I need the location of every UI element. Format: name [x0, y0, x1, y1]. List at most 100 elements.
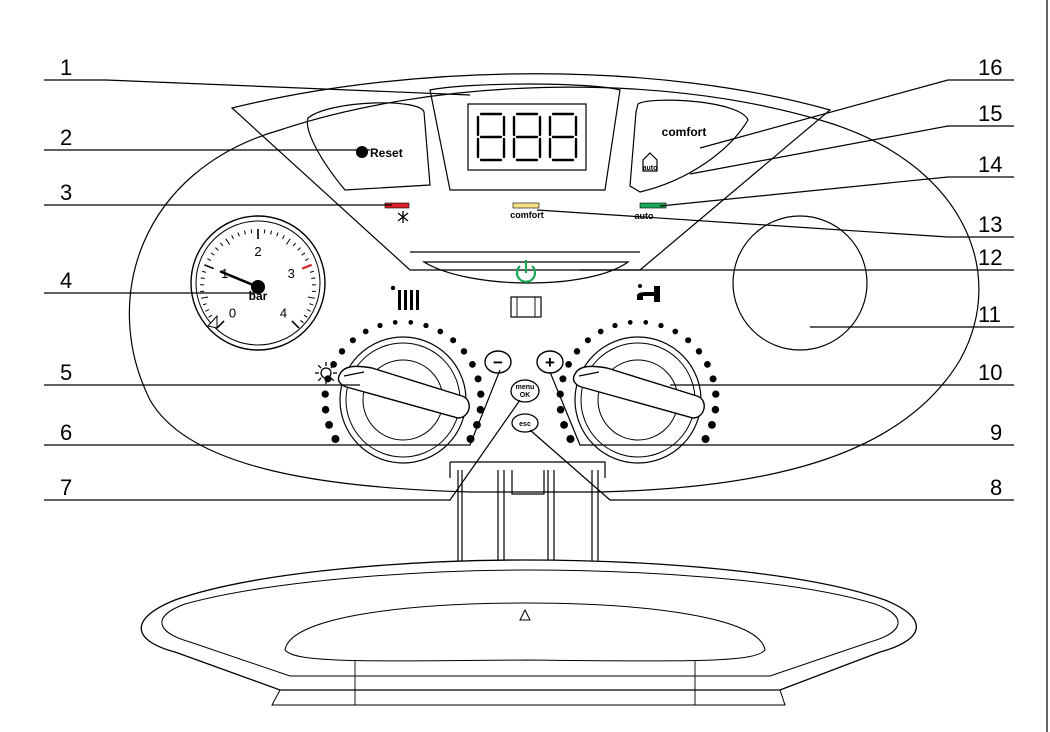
reset-button-label: R Reset: [356, 146, 403, 160]
plus-button[interactable]: +: [536, 350, 564, 374]
scale-dot: [408, 320, 414, 325]
heating-knob-pointer: [343, 371, 365, 377]
service-connector: [510, 296, 542, 318]
scale-dot: [477, 390, 485, 398]
gauge-tick: [215, 247, 219, 251]
menu-ok-button[interactable]: menu OK: [510, 379, 540, 403]
gauge-tick: [219, 242, 224, 247]
scale-dot: [573, 348, 581, 355]
scale-dot: [709, 375, 717, 383]
scale-dot: [559, 375, 567, 383]
scale-dot: [324, 375, 332, 383]
gauge-tick: [285, 238, 291, 245]
gauge-tick: [300, 320, 304, 324]
scale-dot: [437, 328, 444, 335]
comfort-led: [512, 202, 540, 209]
heating-scale-dots: [321, 320, 485, 443]
scale-dot: [338, 348, 346, 355]
scale-dot: [556, 405, 565, 414]
callout-14: 14: [978, 152, 1002, 177]
esc-button[interactable]: esc: [511, 413, 539, 433]
comfort-button-label: comfort: [662, 125, 707, 139]
scale-dot: [321, 390, 329, 398]
gauge-hub: [251, 280, 265, 294]
scale-dot: [612, 322, 618, 329]
callout-lines: [44, 79, 1014, 501]
heating-knob-handle[interactable]: [337, 365, 470, 419]
scale-dot: [566, 435, 575, 443]
gauge-red-mark: [301, 263, 313, 270]
gauge-tick: [200, 277, 205, 280]
scale-dot: [704, 361, 711, 368]
callout-13: 13: [978, 212, 1002, 237]
scale-dot: [701, 435, 710, 443]
gauge-tick: [292, 242, 297, 247]
gauge-tick: [202, 303, 207, 306]
scale-dot: [643, 320, 649, 325]
hot-water-knob-handle[interactable]: [572, 365, 705, 419]
comfort-auto-button[interactable]: [629, 99, 749, 193]
display-digits: [476, 112, 578, 162]
gauge-tick: [291, 320, 300, 329]
gauge-tick: [237, 232, 240, 237]
esc-button-label: esc: [519, 421, 531, 428]
gauge-tick: [306, 309, 311, 312]
gauge-tick: [311, 277, 316, 280]
gauge-tick: [210, 252, 215, 256]
reset-r-badge: [356, 146, 368, 158]
scale-dot: [325, 420, 333, 429]
display-housing: [429, 83, 621, 191]
callout-3: 3: [60, 180, 72, 205]
callout-4: 4: [60, 268, 72, 293]
gauge-tick: [208, 314, 213, 318]
hot-water-temperature-knob[interactable]: [556, 320, 720, 464]
auto-button-label: auto: [643, 165, 658, 172]
menu-ok-line1: menu: [516, 384, 535, 391]
scale-dot: [331, 435, 340, 443]
power-strip: [421, 261, 630, 284]
scale-dot: [392, 320, 398, 325]
scale-dot: [672, 328, 679, 335]
reset-button[interactable]: [306, 102, 431, 191]
minus-button[interactable]: −: [484, 350, 512, 374]
gauge-tick: [282, 235, 285, 240]
gauge-tick: [304, 258, 309, 262]
gauge-tick: [205, 309, 210, 312]
gauge-tick: [297, 247, 301, 251]
scale-dot: [321, 405, 330, 414]
scale-dot: [584, 337, 591, 344]
gauge-tick: [231, 235, 234, 240]
scale-dot: [476, 405, 485, 414]
power-button[interactable]: [515, 260, 537, 283]
callout-5: 5: [60, 360, 72, 385]
blank-cover-plate: [732, 215, 868, 351]
callout-16: 16: [978, 55, 1002, 80]
tap-icon: [637, 284, 660, 302]
gauge-tick: [307, 296, 315, 299]
scale-dot: [560, 420, 568, 429]
scale-dot: [565, 361, 572, 368]
gauge-tick-label: 4: [280, 305, 287, 320]
front-cover: [230, 73, 832, 271]
scale-dot: [627, 320, 633, 325]
callout-9: 9: [990, 420, 1002, 445]
scale-dot: [658, 322, 664, 329]
home-auto-icon: auto: [642, 152, 658, 172]
auto-led-label: auto: [635, 211, 655, 221]
callout-6: 6: [60, 420, 72, 445]
callout-15: 15: [978, 101, 1002, 126]
scale-dot: [450, 337, 457, 344]
minus-button-label: −: [493, 353, 503, 372]
heating-temperature-knob[interactable]: [321, 320, 485, 464]
gauge-tick-label: 0: [229, 305, 236, 320]
comfort-led-label: comfort: [510, 210, 544, 220]
gauge-tick: [201, 296, 209, 299]
scale-dot: [377, 322, 383, 329]
plus-button-label: +: [545, 353, 555, 372]
scale-dot: [469, 361, 476, 368]
gauge-tick: [303, 314, 308, 318]
scale-dot: [362, 328, 369, 335]
gauge-tick: [309, 270, 314, 273]
bottom-tray: [140, 559, 917, 706]
